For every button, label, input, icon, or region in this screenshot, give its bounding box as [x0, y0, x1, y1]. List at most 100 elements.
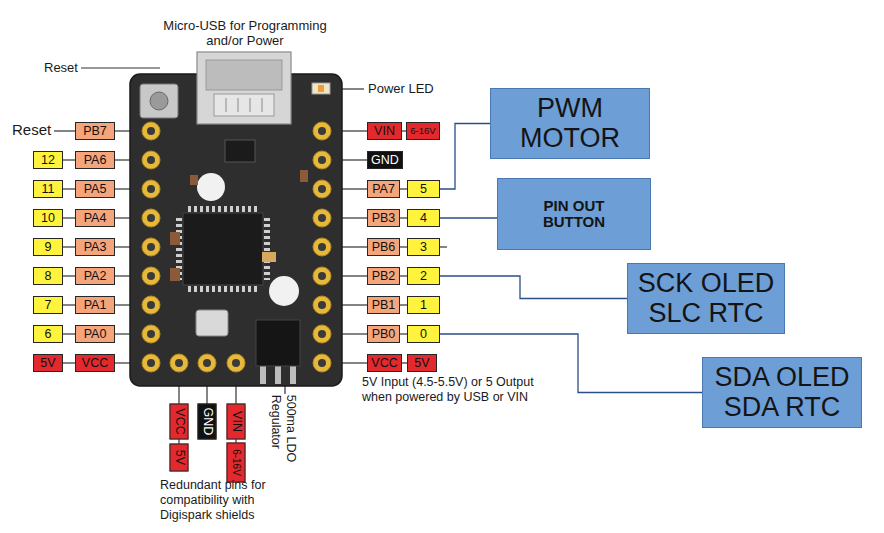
pin-hole: [142, 325, 160, 343]
pin-text: 5V: [414, 357, 429, 370]
pin-text: VCC: [82, 357, 108, 370]
pin-hole-center: [203, 359, 211, 367]
pin-text: 6: [45, 328, 52, 341]
pin-hole: [170, 354, 188, 372]
pin-number: 2: [407, 267, 440, 285]
callout-text: PIN OUT BUTTON: [529, 198, 619, 230]
callout-box: PWM MOTOR: [490, 88, 650, 159]
pin-text: PA5: [84, 183, 107, 196]
pin-text: PB1: [372, 299, 396, 312]
pin-hole: [313, 354, 331, 372]
pin-hole-center: [318, 301, 326, 309]
pin-text: PB2: [372, 270, 396, 283]
pin-text: PA6: [84, 154, 107, 167]
ground-label: GND: [367, 151, 403, 169]
port-label: PA7: [367, 180, 400, 198]
pin-number: 7: [33, 296, 63, 314]
pin-text: 4: [420, 212, 427, 225]
power-led: [312, 83, 330, 94]
usb-connector: [226, 98, 227, 112]
smd-component: [190, 175, 198, 185]
port-label: PA0: [75, 325, 115, 343]
reset-button: [140, 84, 178, 118]
pin-text: PA1: [84, 299, 107, 312]
port-label: PA2: [75, 267, 115, 285]
pin-text: 3: [420, 241, 427, 254]
pin-wire: [63, 275, 75, 276]
annotation: Micro-USB for Programming and/or Power: [155, 18, 335, 49]
pin-text: 8: [45, 270, 52, 283]
microcontroller-chip: [264, 218, 270, 280]
pin-text: PA2: [84, 270, 107, 283]
callout-text: SDA OLED SDA RTC: [709, 363, 855, 421]
pin-wire: [63, 159, 75, 160]
port-label: PB6: [367, 238, 400, 256]
usb-connector: [262, 98, 263, 112]
pin-hole: [313, 267, 331, 285]
pin-hole: [142, 122, 160, 140]
mounting-circle: [197, 173, 225, 201]
annotation: Reset: [44, 60, 78, 75]
ground-label: GND: [198, 403, 217, 439]
pin-hole: [142, 296, 160, 314]
pin-wire: [63, 362, 75, 363]
pin-number: 8: [33, 267, 63, 285]
reset-button: [150, 92, 168, 110]
smd-component: [262, 252, 276, 262]
pin-wire: [63, 304, 75, 305]
annotation: Reset: [12, 121, 51, 139]
callout-box: PIN OUT BUTTON: [497, 178, 651, 250]
usb-connector: [197, 52, 291, 124]
power-label: 5V: [33, 354, 63, 372]
pin-hole-center: [318, 330, 326, 338]
power-led: [318, 85, 324, 92]
pin-text: VCC: [173, 408, 186, 434]
port-label: PA5: [75, 180, 115, 198]
pin-text: VIN: [374, 125, 395, 138]
voltage-regulator: [256, 320, 300, 366]
power-label: VIN: [227, 403, 246, 439]
pin-number: 12: [33, 151, 63, 169]
pin-hole: [227, 354, 245, 372]
pin-text: 9: [45, 241, 52, 254]
microcontroller-chip: [188, 286, 258, 292]
pin-number: 3: [407, 238, 440, 256]
power-label: 5V: [170, 443, 189, 471]
power-label: VCC: [170, 403, 189, 439]
pin-number: 9: [33, 238, 63, 256]
pin-hole-center: [232, 359, 240, 367]
pin-wire: [63, 246, 75, 247]
pin-text: GND: [201, 407, 214, 435]
port-label: PB3: [367, 209, 400, 227]
annotation: Redundant pins for compatibility with Di…: [160, 478, 302, 522]
pin-text: 2: [420, 270, 427, 283]
microcontroller-chip: [183, 213, 263, 285]
pin-hole: [313, 151, 331, 169]
pin-hole-center: [147, 127, 155, 135]
voltage-regulator: [256, 320, 300, 384]
pin-text: PB7: [83, 125, 107, 138]
pin-hole: [142, 122, 331, 372]
pin-hole-center: [318, 243, 326, 251]
callout-box: SCK OLED SLC RTC: [627, 263, 785, 334]
pin-hole-center: [175, 359, 183, 367]
pin-hole-center: [147, 359, 155, 367]
pin-wire: [63, 333, 75, 334]
pin-text: VIN: [230, 411, 243, 432]
smd-component: [170, 232, 180, 245]
port-label: PB0: [367, 325, 400, 343]
pin-number: 5: [407, 180, 440, 198]
pin-text: 6-16V: [410, 126, 435, 136]
usb-connector: [214, 94, 274, 116]
reset-button: [140, 84, 178, 118]
usb-connector: [197, 52, 291, 124]
pin-hole: [142, 180, 160, 198]
pin-hole-center: [318, 127, 326, 135]
pin-text: 0: [420, 328, 427, 341]
pin-hole: [313, 238, 331, 256]
pin-text: 10: [41, 212, 55, 225]
pin-hole-center: [147, 243, 155, 251]
pin-hole: [313, 180, 331, 198]
pin-text: PA7: [372, 183, 395, 196]
power-label: VIN: [367, 122, 402, 140]
